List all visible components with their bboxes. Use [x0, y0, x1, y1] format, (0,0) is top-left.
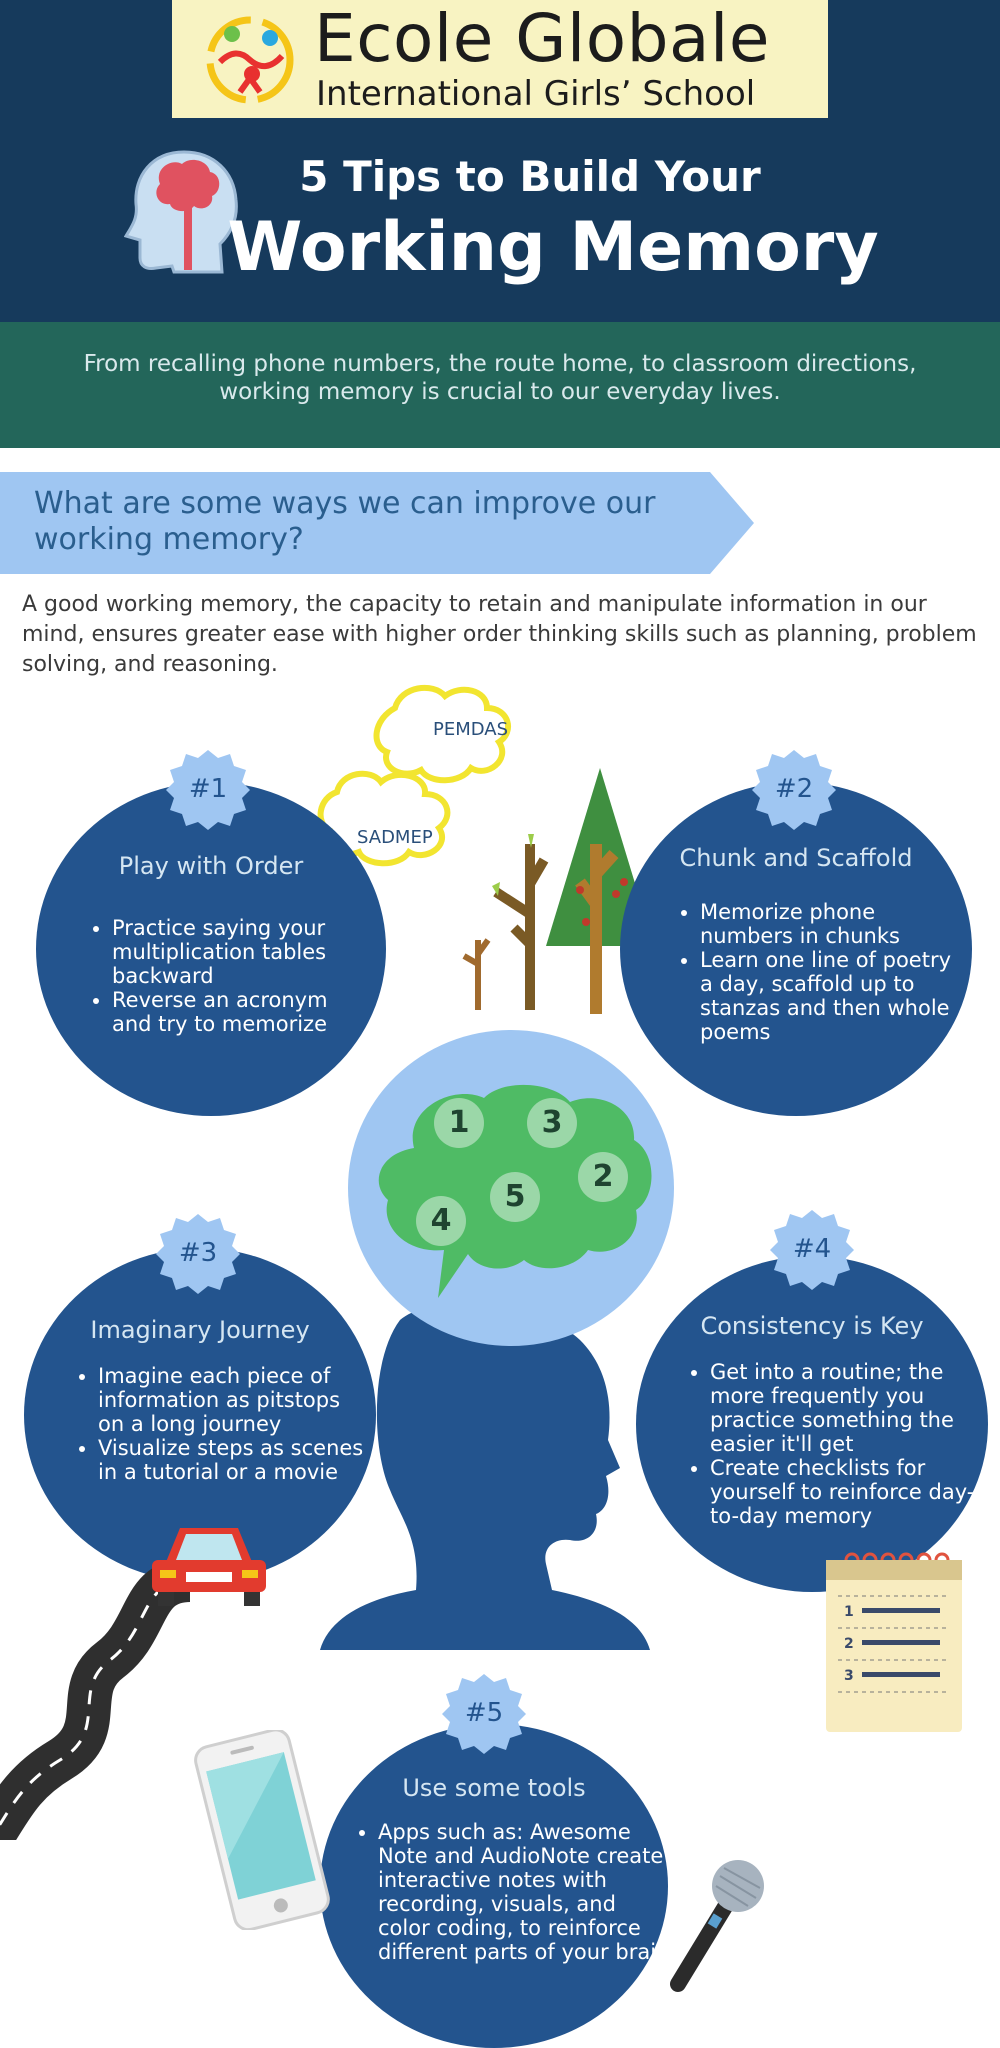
tip-5-list: Apps such as: Awesome Note and AudioNote…	[354, 1820, 672, 1964]
section-arrow-banner	[0, 472, 754, 574]
tip-1-circle	[36, 782, 386, 1116]
thought-clouds-icon	[317, 685, 511, 867]
tip-2-item: Learn one line of poetry a day, scaffold…	[700, 948, 964, 1044]
banner-text: From recalling phone numbers, the route …	[83, 351, 917, 405]
tip-5-badge: #5	[464, 1698, 504, 1728]
road-icon	[0, 1558, 192, 1840]
tip-5-item: Apps such as: Awesome Note and AudioNote…	[378, 1820, 672, 1964]
tip-1-item: Reverse an acronym and try to memorize	[112, 988, 372, 1036]
cloud-text-sadmep: SADMEP	[357, 827, 433, 848]
checklist-notepad-icon	[826, 1552, 962, 1732]
tip-3-badge-icon	[156, 1214, 240, 1294]
tip-2-item: Memorize phone numbers in chunks	[700, 900, 964, 948]
cloud-text-pemdas: PEMDAS	[433, 719, 509, 740]
school-logo-icon	[206, 16, 294, 104]
page-title-line2: Working Memory	[227, 208, 879, 287]
tip-3-item: Imagine each piece of information as pit…	[98, 1364, 372, 1436]
tip-5-circle	[320, 1724, 668, 2048]
tip-4-item: Get into a routine; the more frequently …	[710, 1360, 986, 1456]
intro-paragraph: A good working memory, the capacity to r…	[22, 592, 977, 677]
brain-number-1: 1	[434, 1098, 484, 1148]
checklist-number-3: 3	[844, 1668, 854, 1684]
tip-3-badge: #3	[178, 1238, 218, 1268]
tip-4-badge-icon	[770, 1210, 854, 1290]
tip-4-badge: #4	[792, 1234, 832, 1264]
tip-4-circle	[636, 1256, 988, 1592]
tip-5-title: Use some tools	[402, 1774, 586, 1802]
intro-banner	[0, 322, 1000, 448]
tip-1-list: Practice saying your multiplication tabl…	[88, 916, 372, 1036]
tip-3-list: Imagine each piece of information as pit…	[74, 1364, 372, 1484]
tip-2-list: Memorize phone numbers in chunks Learn o…	[676, 900, 964, 1044]
checklist-number-2: 2	[844, 1636, 854, 1652]
tip-2-circle	[620, 782, 972, 1116]
microphone-icon	[670, 1860, 764, 1992]
tip-2-badge-icon	[752, 750, 836, 830]
tip-5-badge-icon	[442, 1674, 526, 1754]
tip-1-badge: #1	[188, 774, 228, 804]
page-title-line1: 5 Tips to Build Your	[299, 152, 761, 201]
tip-4-list: Get into a routine; the more frequently …	[686, 1360, 986, 1528]
section-title: What are some ways we can improve our wo…	[34, 486, 656, 557]
checklist-number-1: 1	[844, 1604, 854, 1620]
tip-3-title: Imaginary Journey	[90, 1316, 310, 1344]
brain-number-4: 4	[416, 1196, 466, 1246]
tip-4-item: Create checklists for yourself to reinfo…	[710, 1456, 986, 1528]
logo-title: Ecole Globale	[314, 0, 770, 77]
logo-box: Ecole Globale International Girls’ Schoo…	[172, 0, 828, 118]
head-brain-icon	[124, 150, 238, 274]
smartphone-icon	[194, 1730, 330, 1930]
tip-1-item: Practice saying your multiplication tabl…	[112, 916, 372, 988]
tip-3-circle	[24, 1248, 376, 1582]
tip-1-badge-icon	[166, 750, 250, 830]
head-silhouette-icon	[320, 1302, 650, 1650]
car-icon	[152, 1528, 266, 1606]
tip-2-title: Chunk and Scaffold	[679, 844, 913, 872]
brain-number-3: 3	[527, 1098, 577, 1148]
tip-2-badge: #2	[774, 774, 814, 804]
brain-number-2: 2	[578, 1152, 628, 1202]
tip-4-title: Consistency is Key	[700, 1312, 924, 1340]
tip-1-title: Play with Order	[118, 852, 304, 880]
tip-3-item: Visualize steps as scenes in a tutorial …	[98, 1436, 372, 1484]
logo-subtitle: International Girls’ School	[316, 74, 756, 114]
brain-number-5: 5	[490, 1172, 540, 1222]
